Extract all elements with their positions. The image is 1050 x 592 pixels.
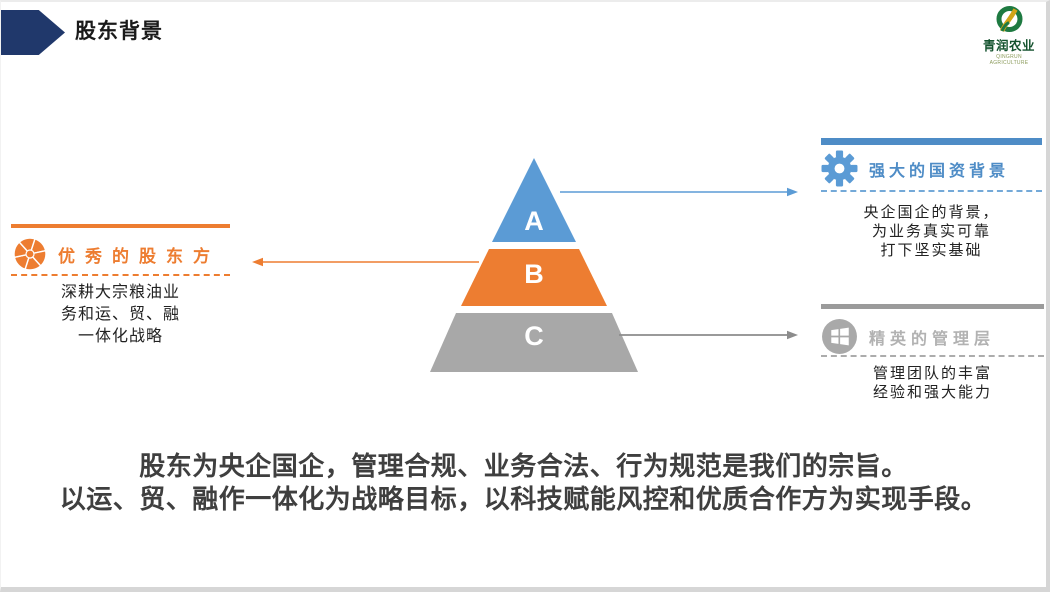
- panel-body: 管理团队的丰富 经验和强大能力: [821, 364, 1044, 402]
- page-title: 股东背景: [75, 20, 163, 43]
- aperture-icon: [13, 237, 47, 271]
- logo-icon: [996, 6, 1022, 32]
- footer-line: 以运、贸、融作一体化为战略目标，以科技赋能风控和优质合作方为实现手段。: [59, 484, 988, 514]
- panel-elite-management: 精英的管理层 管理团队的丰富 经验和强大能力: [821, 304, 1044, 402]
- pyramid-label-b: B: [524, 259, 544, 289]
- dashed-divider: [821, 190, 1042, 192]
- panel-body-line: 深耕大宗粮油业: [60, 284, 180, 301]
- panel-body-line: 务和运、贸、融: [60, 306, 180, 323]
- panel-title: 优秀的股东方: [58, 246, 220, 266]
- pyramid-label-c: C: [524, 321, 544, 351]
- panel-body: 央企国企的背景， 为业务真实可靠 打下坚实基础: [821, 203, 1042, 260]
- dashed-divider: [821, 355, 1044, 357]
- panel-title: 精英的管理层: [869, 330, 996, 348]
- pyramid-level-a: [492, 158, 576, 242]
- panel-accent-bar: [821, 304, 1044, 309]
- panel-state-background: 强大的国资背景 央企国企的背景， 为业务真实可靠 打下坚实基础: [821, 138, 1042, 260]
- logo-subtitle: QINGRUN AGRICULTURE: [989, 54, 1029, 66]
- panel-body: 深耕大宗粮油业 务和运、贸、融 一体化战略: [11, 282, 230, 348]
- pyramid-diagram: A B C: [430, 158, 638, 372]
- pyramid-level-b: [461, 249, 607, 306]
- panel-body-line: 为业务真实可靠: [871, 223, 991, 240]
- panel-body-line: 一体化战略: [77, 328, 163, 345]
- pyramid-level-c: [430, 313, 638, 372]
- panel-body-line: 打下坚实基础: [880, 242, 983, 259]
- panel-body-line: 经验和强大能力: [872, 384, 992, 401]
- pyramid-label-a: A: [524, 206, 544, 236]
- panel-title: 强大的国资背景: [869, 162, 1010, 180]
- panel-accent-bar: [11, 224, 230, 228]
- footer-line: 股东为央企国企，管理合规、业务合法、行为规范是我们的宗旨。: [139, 451, 908, 481]
- connector-arrow-gray: [619, 330, 798, 340]
- panel-body-line: 央企国企的背景，: [863, 204, 1000, 221]
- footer-statement: 股东为央企国企，管理合规、业务合法、行为规范是我们的宗旨。 以运、贸、融作一体化…: [1, 450, 1046, 516]
- panel-accent-bar: [821, 138, 1042, 145]
- dashed-divider: [11, 274, 230, 276]
- panel-excellent-shareholder: 优秀的股东方 深耕大宗粮油业 务和运、贸、融 一体化战略: [11, 224, 230, 348]
- window-icon: [822, 319, 857, 354]
- title-banner-arrow: [1, 10, 65, 55]
- panel-body-line: 管理团队的丰富: [872, 365, 992, 382]
- company-logo: 青润农业 QINGRUN AGRICULTURE: [977, 5, 1041, 66]
- gear-icon: [821, 150, 858, 187]
- logo-name: 青润农业: [982, 39, 1035, 53]
